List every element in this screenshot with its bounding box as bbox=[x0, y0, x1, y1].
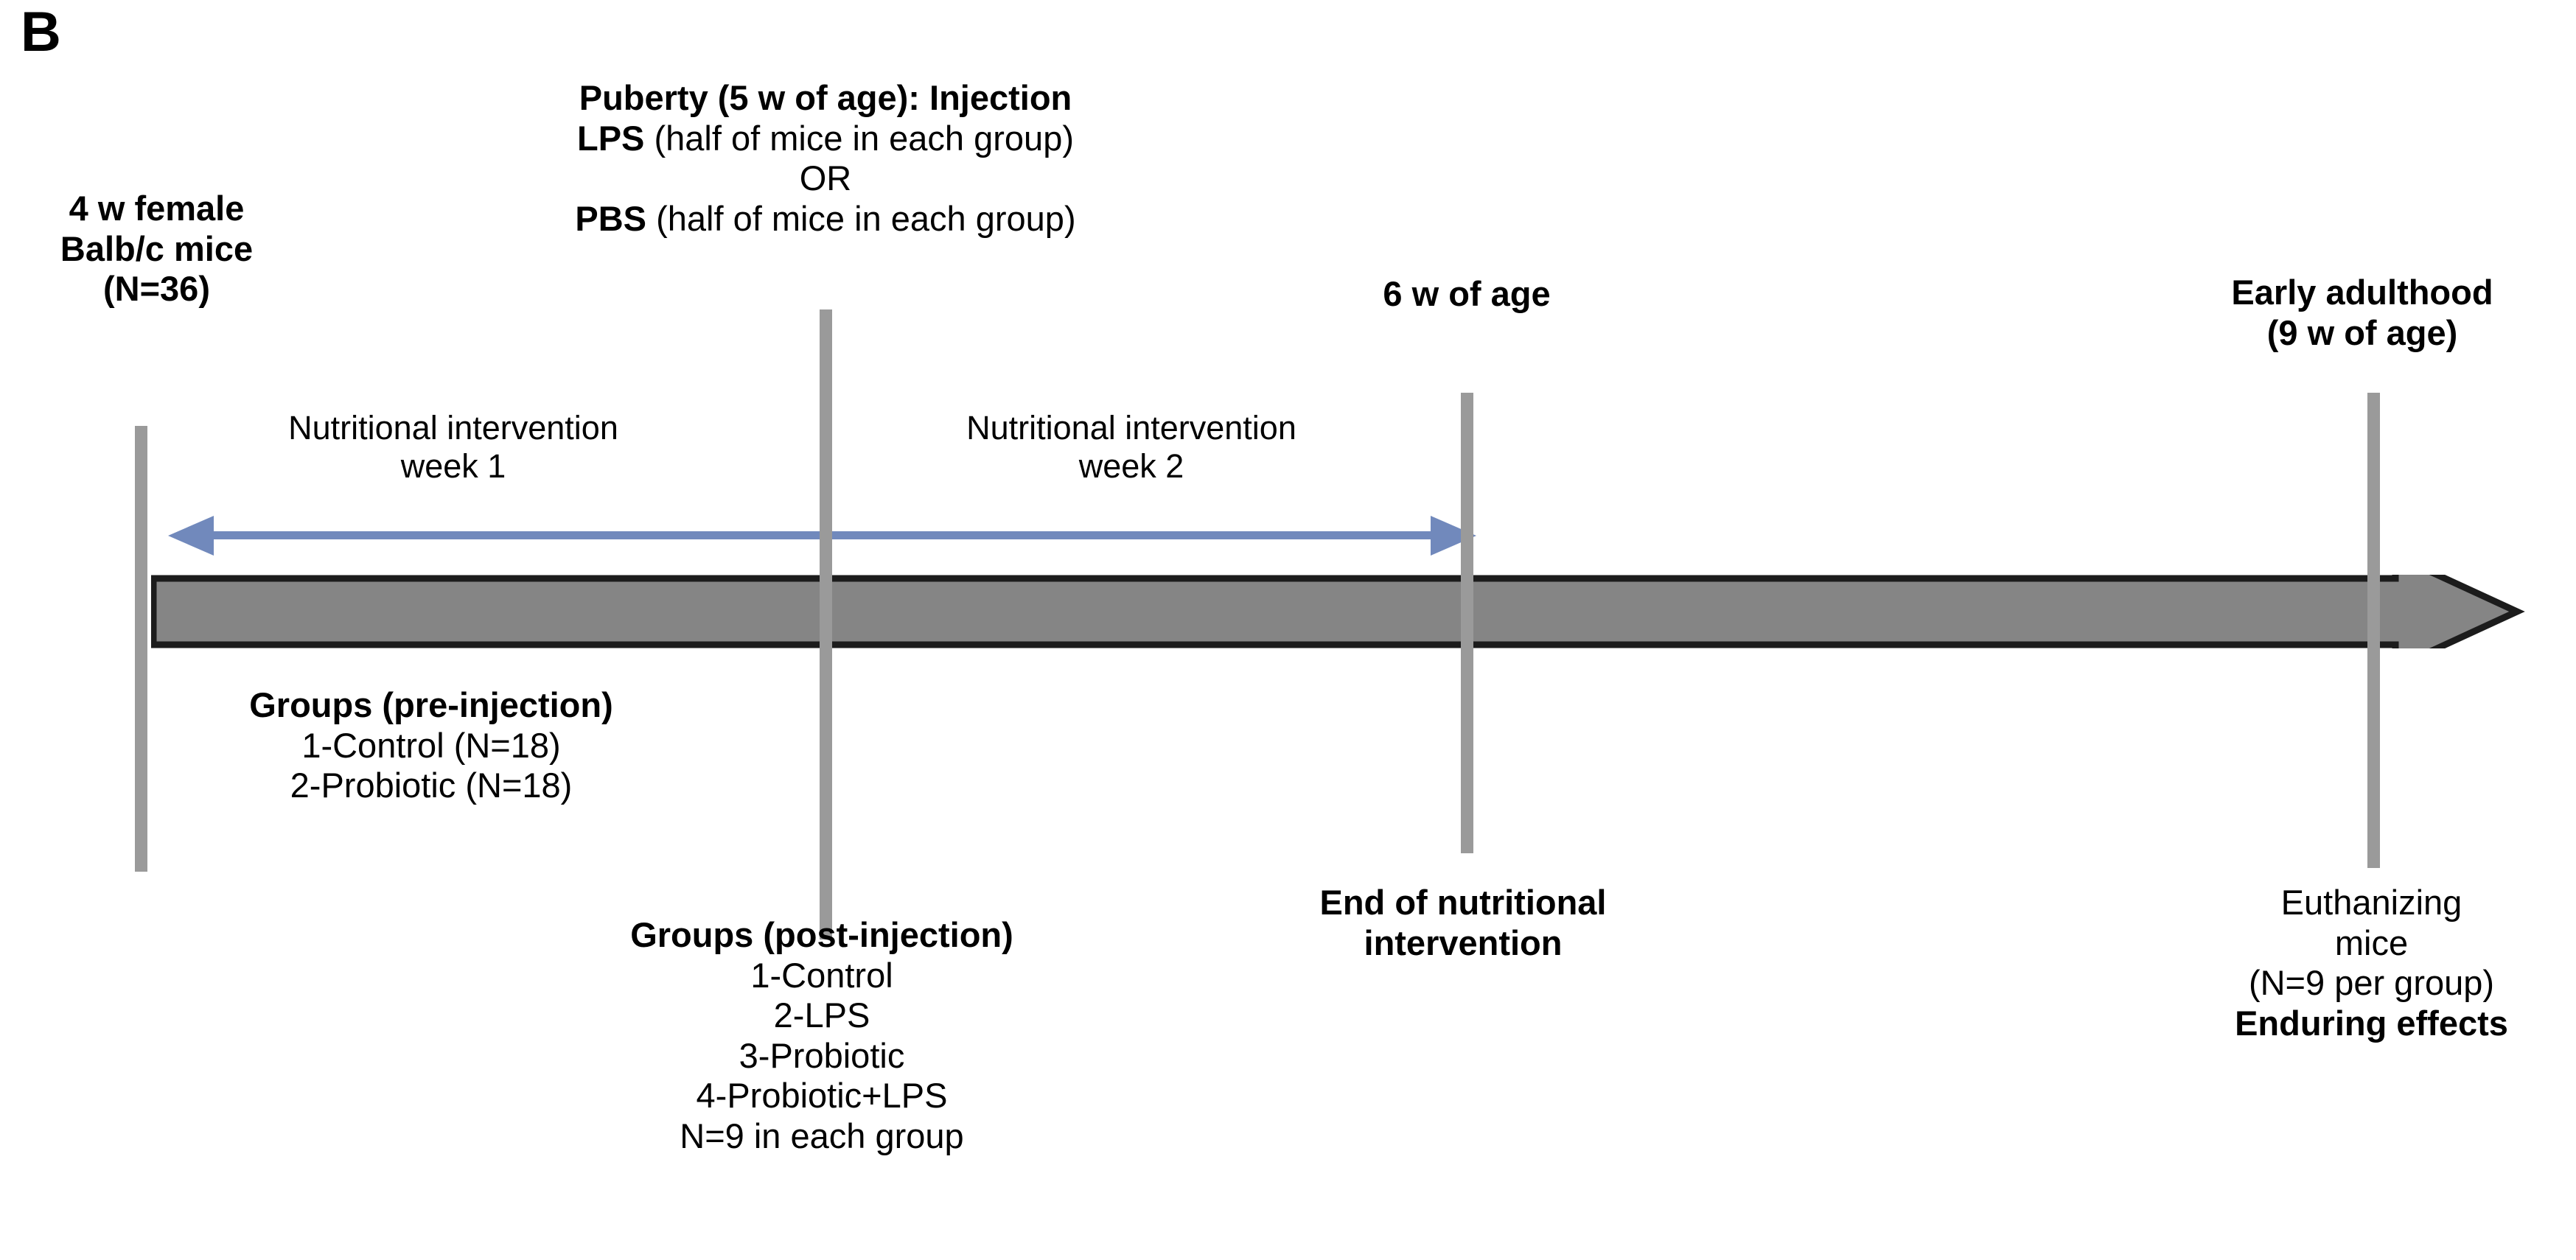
lps-abbrev: LPS bbox=[577, 118, 645, 158]
label-start-cohort: 4 w female Balb/c mice (N=36) bbox=[0, 189, 313, 309]
start-line-3: (N=36) bbox=[103, 269, 210, 309]
tick-6w-of-age bbox=[1461, 393, 1473, 853]
tick-5w-puberty bbox=[820, 309, 832, 939]
end-intervention-line-1: End of nutritional bbox=[1319, 883, 1607, 922]
post-injection-item-1: 1-Control bbox=[750, 955, 893, 995]
post-injection-title: Groups (post-injection) bbox=[630, 915, 1013, 954]
week1-line-1: Nutritional intervention bbox=[288, 409, 618, 447]
label-intervention-week-2: Nutritional intervention week 2 bbox=[859, 409, 1404, 486]
label-end-of-intervention: End of nutritional intervention bbox=[1253, 883, 1673, 963]
six-weeks-text: 6 w of age bbox=[1383, 274, 1551, 313]
end-intervention-line-2: intervention bbox=[1364, 923, 1563, 962]
label-groups-pre-injection: Groups (pre-injection) 1-Control (N=18) … bbox=[184, 685, 678, 806]
post-injection-item-2: 2-LPS bbox=[773, 995, 870, 1035]
label-groups-post-injection: Groups (post-injection) 1-Control 2-LPS … bbox=[516, 915, 1128, 1156]
tick-4w-female bbox=[135, 426, 147, 872]
euthanize-enduring-effects: Enduring effects bbox=[2235, 1003, 2508, 1043]
pre-injection-title: Groups (pre-injection) bbox=[249, 685, 613, 724]
euthanize-line-1: Euthanizing bbox=[2280, 883, 2462, 922]
study-timeline-arrow bbox=[151, 575, 2528, 648]
puberty-lps-line: LPS (half of mice in each group) bbox=[380, 119, 1271, 159]
puberty-or: OR bbox=[799, 158, 852, 198]
pbs-rest: (half of mice in each group) bbox=[646, 198, 1076, 238]
puberty-pbs-line: PBS (half of mice in each group) bbox=[380, 199, 1271, 239]
week2-line-1: Nutritional intervention bbox=[966, 409, 1296, 447]
week2-line-2: week 2 bbox=[1078, 447, 1184, 486]
post-injection-footer: N=9 in each group bbox=[680, 1116, 964, 1155]
week1-line-2: week 1 bbox=[400, 447, 506, 486]
label-six-weeks: 6 w of age bbox=[1268, 274, 1666, 315]
label-early-adulthood: Early adulthood (9 w of age) bbox=[2149, 273, 2576, 353]
label-euthanizing-mice: Euthanizing mice (N=9 per group) Endurin… bbox=[2167, 883, 2576, 1043]
euthanize-line-2: mice bbox=[2334, 923, 2409, 962]
start-line-2: Balb/c mice bbox=[60, 228, 254, 268]
pbs-abbrev: PBS bbox=[575, 198, 647, 238]
panel-letter: B bbox=[21, 1, 61, 63]
pre-injection-item-1: 1-Control (N=18) bbox=[301, 725, 561, 765]
lps-rest: (half of mice in each group) bbox=[644, 118, 1074, 158]
post-injection-item-3: 3-Probiotic bbox=[739, 1035, 905, 1075]
tick-9w-early-adulthood bbox=[2367, 393, 2380, 868]
start-line-1: 4 w female bbox=[69, 189, 245, 228]
early-adulthood-line-2: (9 w of age) bbox=[2266, 312, 2458, 352]
post-injection-item-4: 4-Probiotic+LPS bbox=[696, 1076, 948, 1116]
label-puberty-injection: Puberty (5 w of age): Injection LPS (hal… bbox=[380, 78, 1271, 239]
early-adulthood-line-1: Early adulthood bbox=[2231, 273, 2493, 312]
pre-injection-item-2: 2-Probiotic (N=18) bbox=[290, 766, 573, 805]
euthanize-line-3: (N=9 per group) bbox=[2248, 963, 2495, 1003]
puberty-title: Puberty (5 w of age): Injection bbox=[579, 78, 1072, 117]
label-intervention-week-1: Nutritional intervention week 1 bbox=[181, 409, 726, 486]
